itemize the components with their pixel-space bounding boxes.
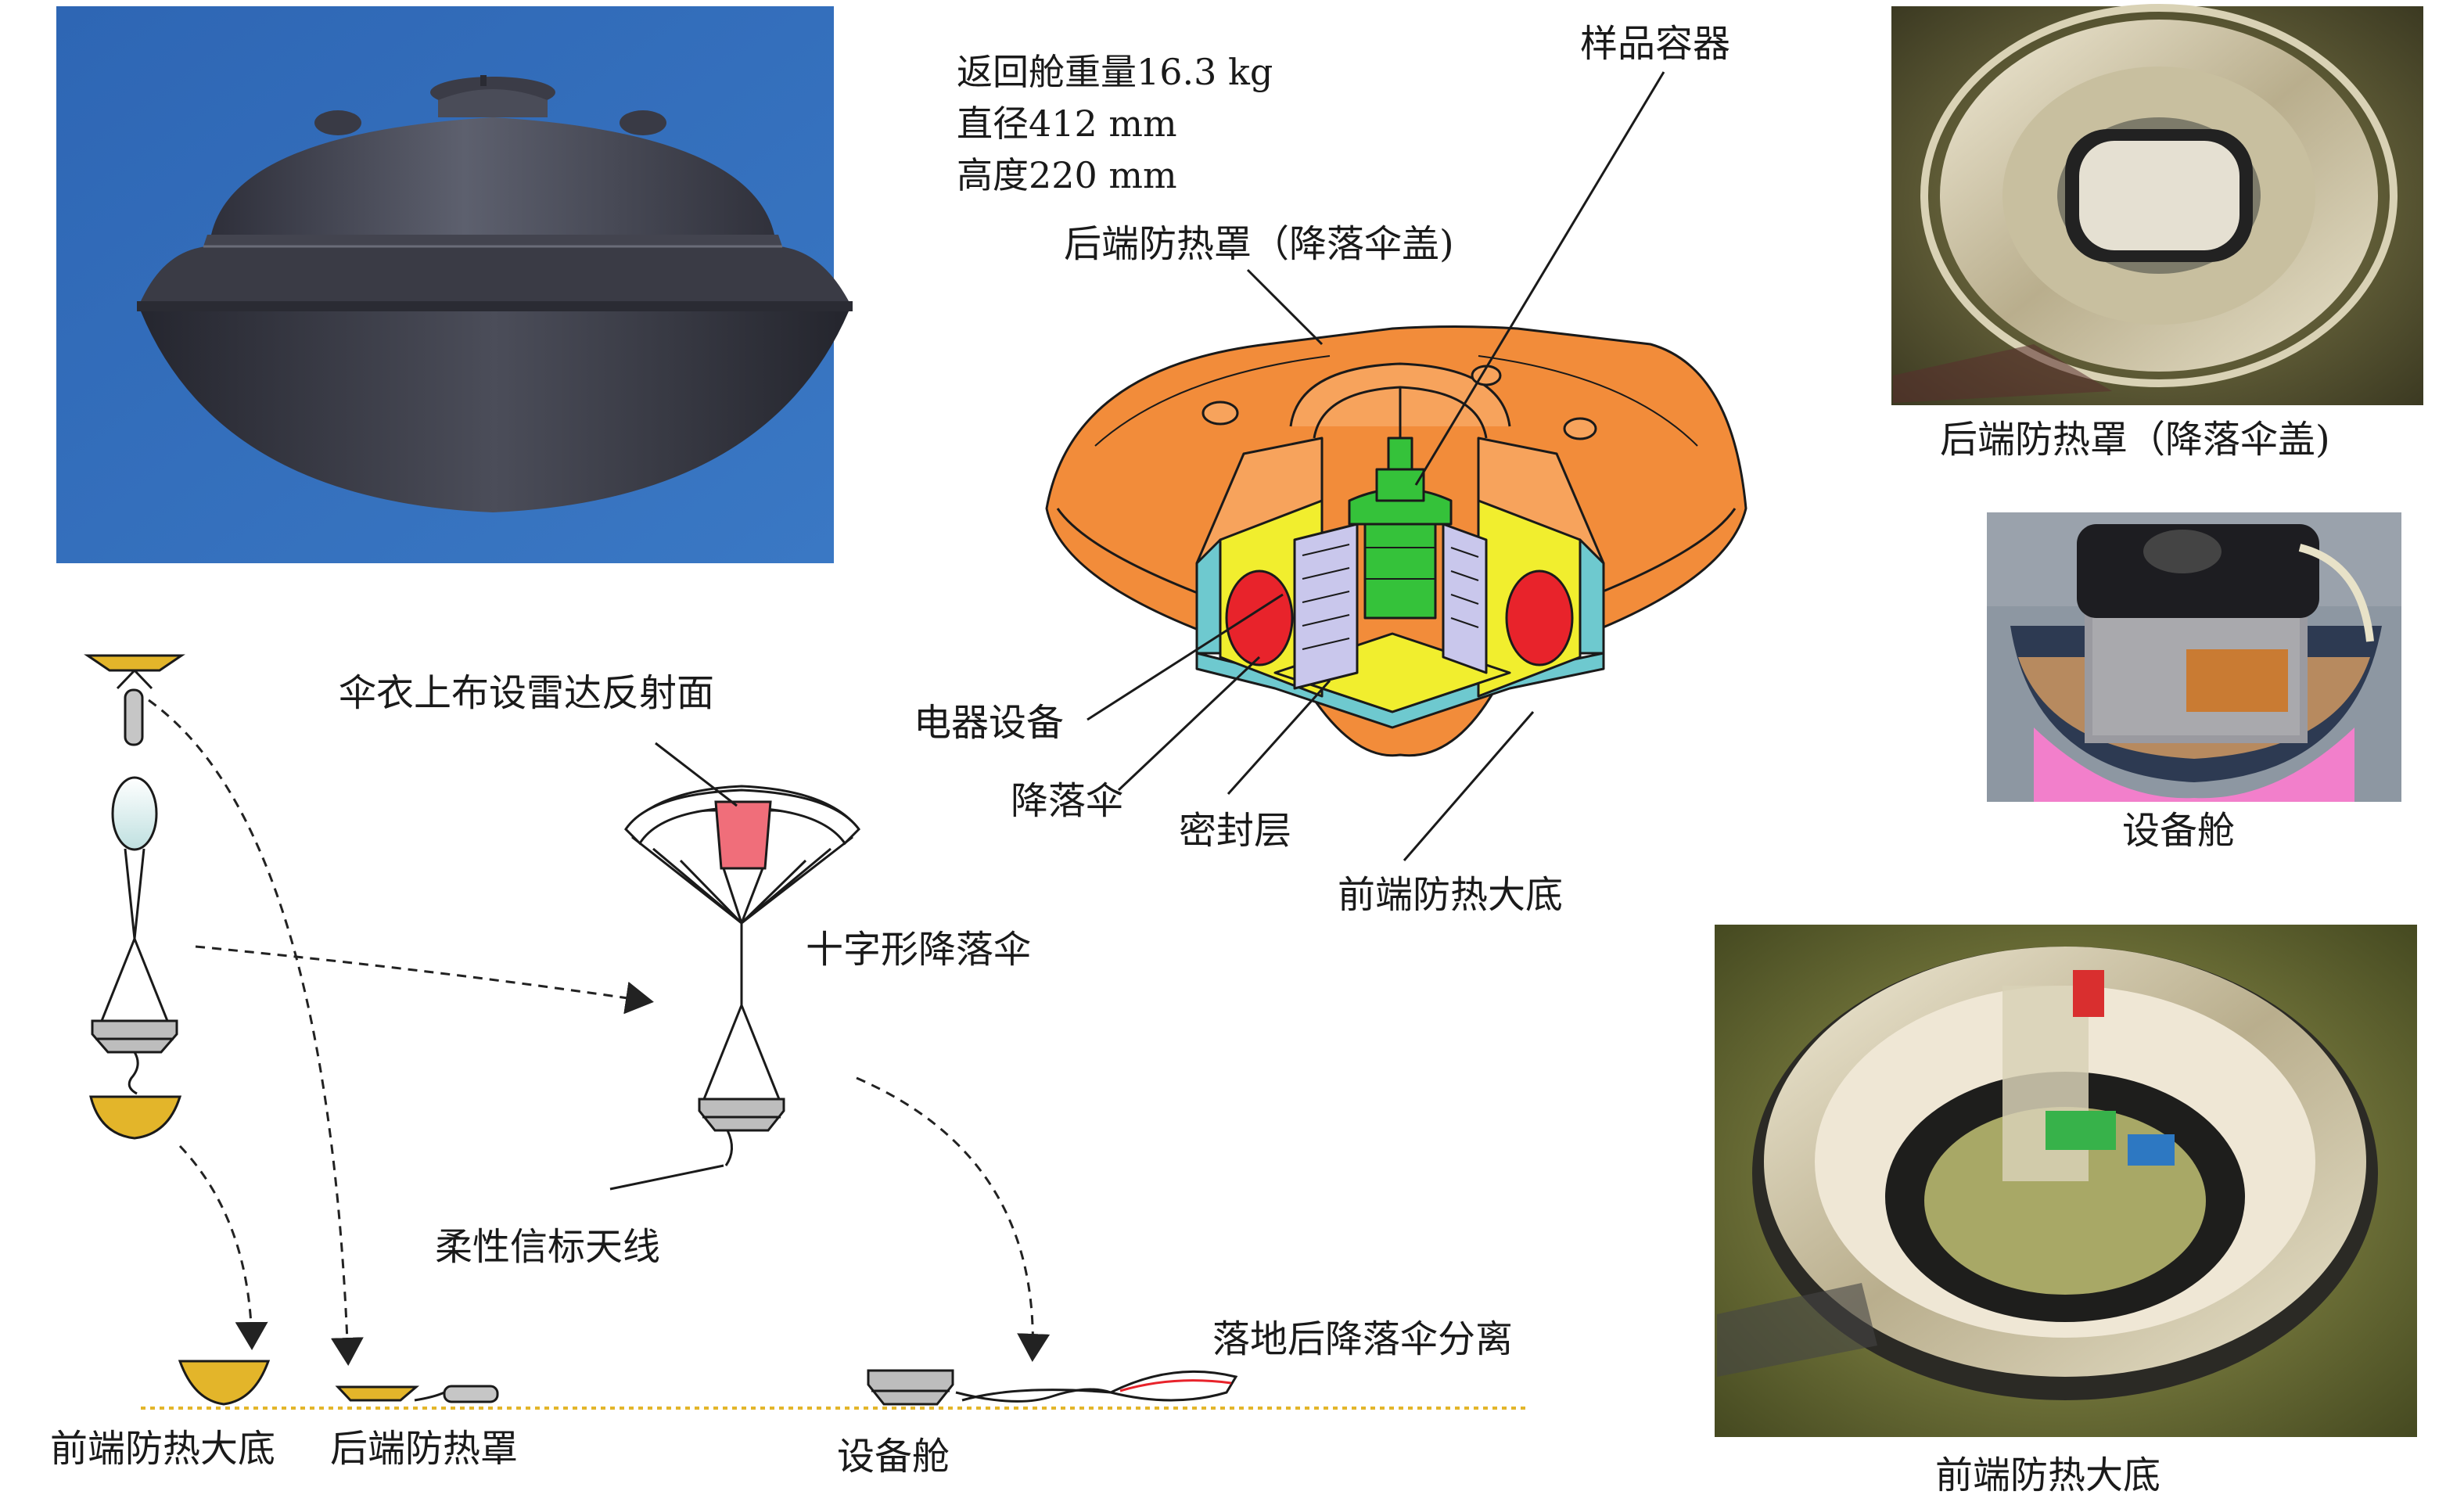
equipment-photo bbox=[1987, 512, 2401, 802]
bolt-hole bbox=[1201, 401, 1239, 426]
front-heatshield-icon bbox=[89, 1095, 182, 1140]
bolt-hole bbox=[1563, 417, 1597, 440]
label-sample-container: 样品容器 bbox=[1580, 22, 1730, 66]
label-ground-back: 后端防热罩 bbox=[330, 1427, 518, 1471]
label-beacon-antenna: 柔性信标天线 bbox=[435, 1225, 660, 1269]
ground-drogue-icon bbox=[443, 1385, 499, 1403]
spec-diameter: 直径412 mm bbox=[957, 102, 1177, 145]
label-back-shell: 后端防热罩（降落伞盖) bbox=[1064, 222, 1454, 266]
back-shell-photo bbox=[1891, 4, 2423, 405]
label-cross-parachute: 十字形降落伞 bbox=[806, 928, 1031, 972]
parachute-pack bbox=[1225, 569, 1294, 666]
cutaway-diagram bbox=[1045, 325, 1747, 757]
label-seal-layer: 密封层 bbox=[1179, 809, 1291, 853]
label-front-heatshield: 前端防热大底 bbox=[1338, 873, 1563, 917]
label-ground-equipment: 设备舱 bbox=[837, 1435, 950, 1478]
label-radar-reflector: 伞衣上布设雷达反射面 bbox=[339, 671, 714, 715]
equipment-bay-icon-2 bbox=[698, 1098, 785, 1132]
label-parachute: 降落伞 bbox=[1011, 779, 1123, 823]
trajectory-arrows bbox=[148, 699, 1051, 1366]
equipment-bay-icon bbox=[91, 1019, 178, 1054]
drogue-packed-icon bbox=[124, 688, 144, 746]
beacon-antenna-icon bbox=[724, 1130, 733, 1166]
caption-front-heatshield: 前端防热大底 bbox=[1935, 1453, 2160, 1497]
ground-equipment-bay-icon bbox=[867, 1369, 954, 1406]
caption-equipment: 设备舱 bbox=[2122, 809, 2235, 853]
ground-parachute-icon bbox=[1107, 1370, 1238, 1402]
capsule-photo bbox=[56, 6, 853, 563]
ground-front-heatshield-icon bbox=[178, 1360, 271, 1406]
spec-height: 高度220 mm bbox=[957, 154, 1177, 196]
cutaway-leaders bbox=[1087, 71, 1665, 861]
caption-back-shell: 后端防热罩（降落伞盖) bbox=[1940, 418, 2330, 462]
descent-sequence bbox=[84, 654, 1238, 1406]
radar-reflector-icon bbox=[714, 800, 772, 870]
drogue-chute-icon bbox=[111, 776, 158, 851]
label-ground-front: 前端防热大底 bbox=[50, 1427, 275, 1471]
label-electronics: 电器设备 bbox=[914, 701, 1064, 745]
parachute-pack bbox=[1505, 569, 1574, 666]
ground-back-shell-icon bbox=[335, 1385, 420, 1402]
electronics-board bbox=[1293, 523, 1359, 690]
back-shell-icon bbox=[84, 654, 185, 672]
spec-mass: 返回舱重量16.3 kg bbox=[957, 51, 1273, 93]
front-heatshield-photo bbox=[1715, 925, 2417, 1437]
label-separation: 落地后降落伞分离 bbox=[1212, 1317, 1513, 1361]
